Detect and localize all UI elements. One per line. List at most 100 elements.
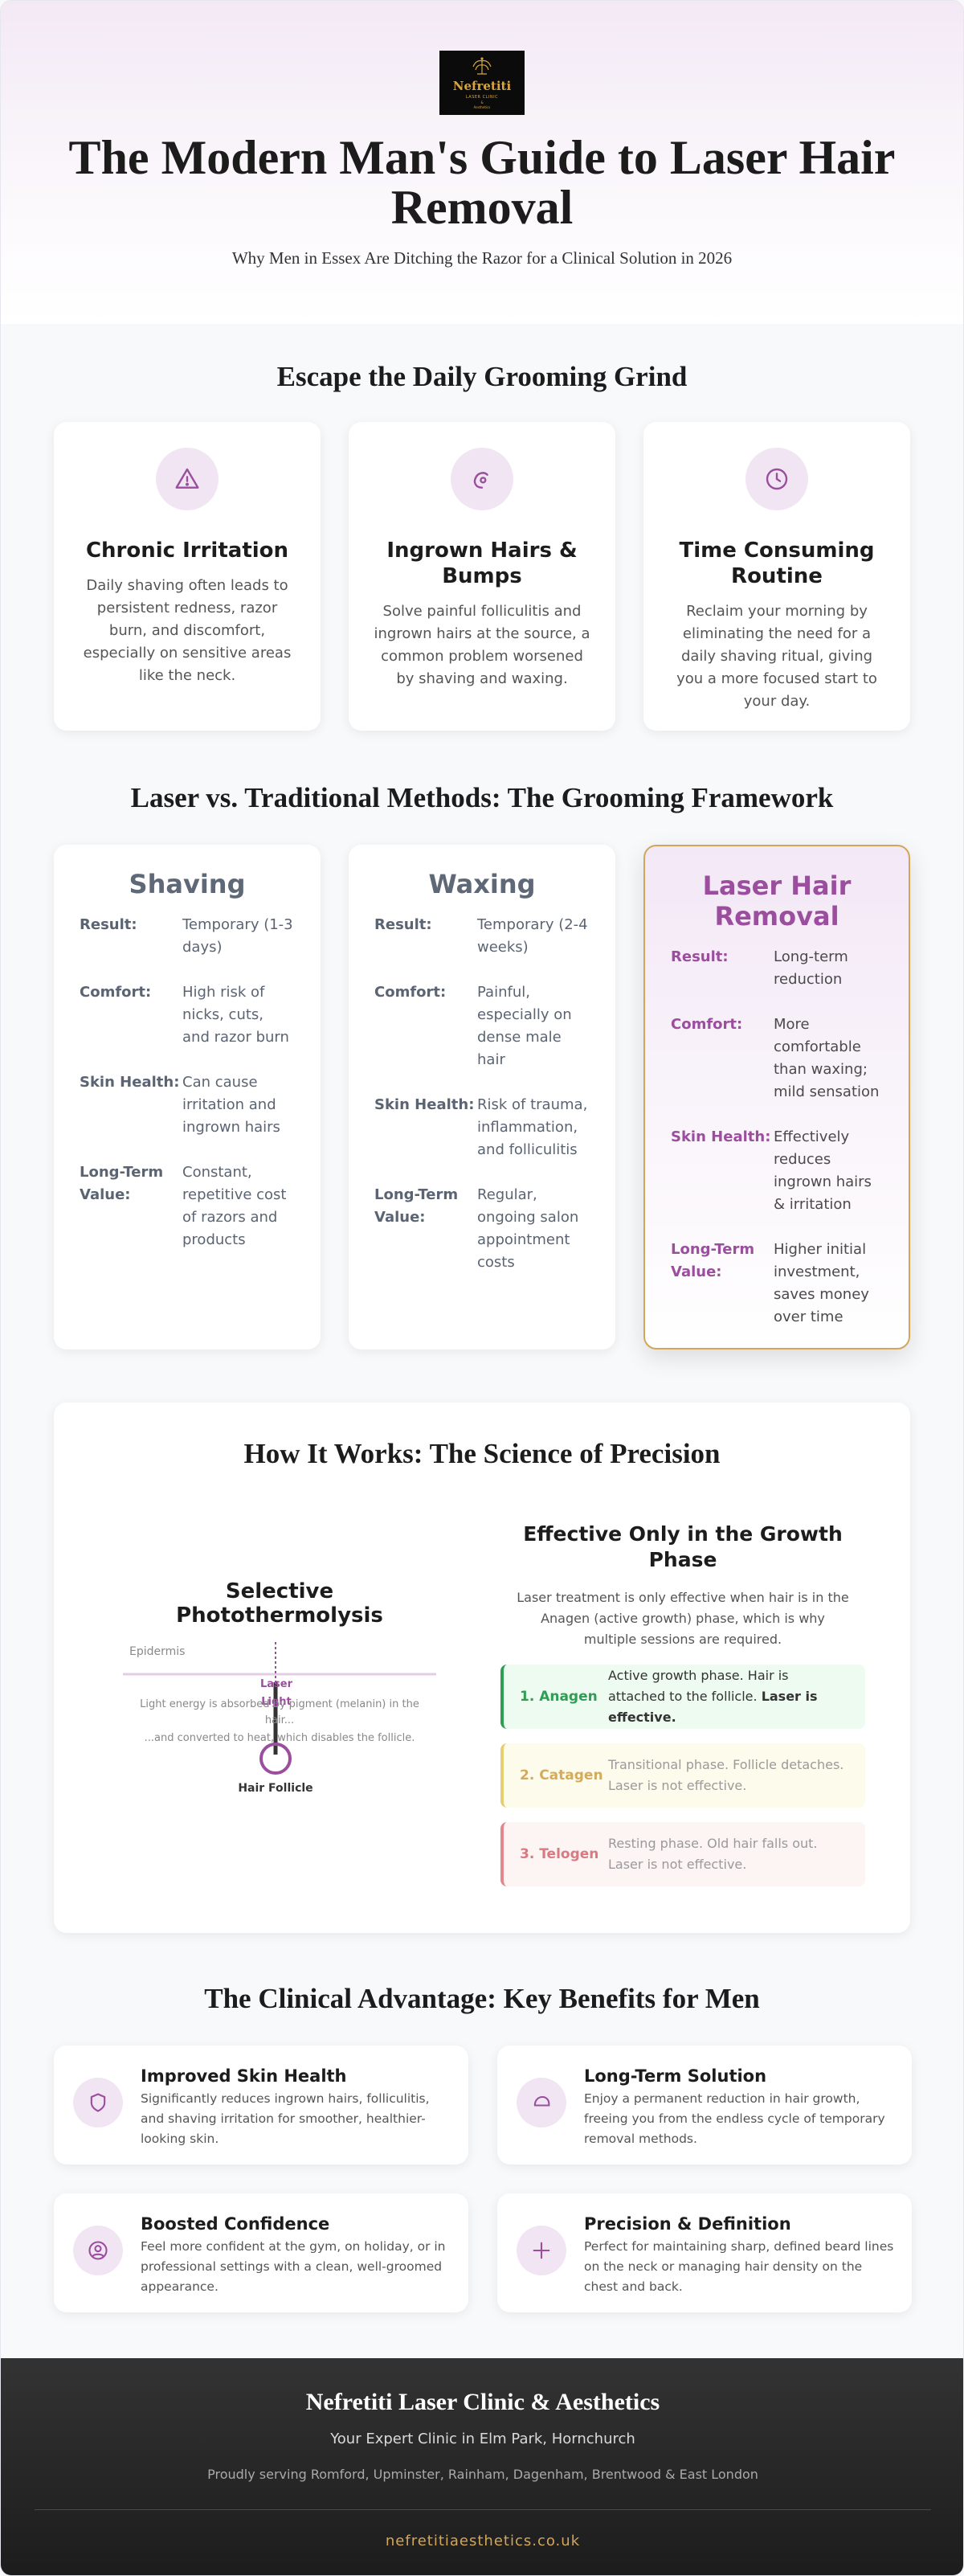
footer-tagline: Your Expert Clinic in Elm Park, Hornchur… [330, 2431, 635, 2447]
footer-website-link[interactable]: nefretitiaesthetics.co.uk [385, 2533, 581, 2549]
comparison-label: Comfort: [374, 984, 447, 1001]
logo-subtitle: LASER CLINIC [465, 95, 499, 100]
phase-name: 2. Catagen [520, 1767, 603, 1784]
photothermolysis-panel: Selective Photothermolysis Epidermis Las… [54, 1521, 488, 1886]
absorb-text: Light energy is absorbed by pigment (mel… [140, 1698, 419, 1726]
comparison-label: Long-Term Value: [671, 1241, 755, 1280]
benefit-card-precision: Precision & Definition Perfect for maint… [497, 2193, 912, 2312]
comparison-row: Result:Temporary (1-3 days) [80, 914, 295, 959]
user-circle-icon [73, 2226, 123, 2275]
phase-effective-note: Laser is effective. [608, 1689, 818, 1725]
benefit-text: Perfect for maintaining sharp, defined b… [584, 2239, 894, 2294]
hero: Nefretiti LASER CLINIC & Aesthetics The … [1, 1, 963, 324]
problem-card-irritation: Chronic Irritation Daily shaving often l… [54, 422, 321, 731]
comparison-label: Skin Health: [671, 1128, 771, 1145]
clinic-logo[interactable]: Nefretiti LASER CLINIC & Aesthetics [439, 51, 525, 115]
comparison-heading: Waxing [428, 869, 536, 899]
comparison-row: Long-Term Value: Higher initial investmen… [671, 1239, 883, 1329]
loop-icon [517, 2078, 566, 2128]
benefit-card-skin-health: Improved Skin Health Significantly reduc… [54, 2046, 468, 2164]
footer-divider [35, 2509, 931, 2510]
benefit-heading: Precision & Definition [584, 2214, 791, 2234]
science-section: How It Works: The Science of Precision S… [54, 1403, 910, 1933]
growth-phase-panel: Effective Only in the Growth Phase Laser… [488, 1521, 865, 1886]
warning-icon [156, 448, 219, 510]
comparison-value: Risk of trauma, inflammation, and follic… [477, 1096, 588, 1158]
logo-icon [472, 57, 492, 75]
phase-telogen: 3. Telogen Resting phase. Old hair falls… [500, 1822, 865, 1886]
benefits-title: The Clinical Advantage: Key Benefits for… [204, 1983, 760, 2014]
comparison-row: Comfort: High risk of nicks, cuts, and ra… [80, 981, 295, 1049]
hair-follicle-label: Hair Follicle [238, 1782, 313, 1795]
comparison-value: Can cause irritation and ingrown hairs [182, 1074, 280, 1136]
footer-clinic-name: Nefretiti Laser Clinic & Aesthetics [305, 2389, 660, 2415]
comparison-title: Laser vs. Traditional Methods: The Groom… [130, 782, 834, 813]
benefit-card-long-term: Long-Term Solution Enjoy a permanent red… [497, 2046, 912, 2164]
comparison-label: Comfort: [671, 1016, 743, 1033]
problems-section: Escape the Daily Grooming Grind Chronic … [1, 324, 963, 731]
comparison-row: Skin Health:Can cause irritation and ing… [80, 1071, 295, 1139]
comparison-label: Skin Health: [374, 1096, 475, 1113]
growth-phase-heading: Effective Only in the Growth Phase [523, 1522, 843, 1571]
comparison-value: Temporary (2-4 weeks) [477, 916, 588, 956]
problem-text: Reclaim your morning by eliminating the … [676, 603, 877, 710]
growth-phase-description: Laser treatment is only effective when h… [517, 1590, 849, 1647]
phase-catagen: 2. Catagen Transitional phase. Follicle … [500, 1743, 865, 1808]
comparison-label: Comfort: [80, 984, 152, 1001]
benefits-section: The Clinical Advantage: Key Benefits for… [1, 1933, 963, 2312]
benefit-text: Significantly reduces ingrown hairs, fol… [141, 2091, 430, 2146]
benefit-card-confidence: Boosted Confidence Feel more confident a… [54, 2193, 468, 2312]
comparison-row: Result:Long-term reduction [671, 946, 883, 991]
comparison-value: Effectively reduces ingrown hairs & irri… [774, 1128, 872, 1213]
problem-text: Solve painful folliculitis and ingrown h… [374, 603, 590, 687]
heat-text: ...and converted to heat, which disables… [144, 1732, 415, 1744]
comparison-label: Long-Term Value: [80, 1164, 164, 1203]
comparison-section: Laser vs. Traditional Methods: The Groom… [1, 731, 963, 1349]
photothermolysis-heading: Selective Photothermolysis [176, 1579, 383, 1628]
problem-heading: Time Consuming Routine [679, 539, 875, 588]
page-title: The Modern Man's Guide to Laser Hair Rem… [68, 131, 896, 234]
science-title: How It Works: The Science of Precision [243, 1438, 721, 1469]
phase-description: Resting phase. Old hair falls out. Laser… [608, 1836, 818, 1872]
logo-name: Nefretiti [452, 79, 512, 93]
comparison-row: Long-Term Value: Constant, repetitive cos… [80, 1161, 295, 1251]
phase-anagen: 1. Anagen Active growth phase. Hair is a… [500, 1665, 865, 1729]
footer-service-areas: Proudly serving Romford, Upminster, Rain… [207, 2467, 758, 2482]
benefit-text: Feel more confident at the gym, on holid… [141, 2239, 446, 2294]
comparison-value: Long-term reduction [774, 948, 848, 988]
comparison-row: Long-Term Value:Regular, ongoing salon a… [374, 1184, 590, 1274]
laser-light-label: Laser Light [259, 1678, 293, 1708]
comparison-row: Comfort: Painful, especially on dense mal… [374, 981, 590, 1071]
diagram-graphic [123, 1642, 436, 1775]
comparison-heading: Laser Hair Removal [702, 870, 852, 932]
page-subtitle: Why Men in Essex Are Ditching the Razor … [231, 248, 733, 268]
comparison-value: Painful, especially on dense male hair [477, 984, 572, 1068]
logo-aesthetics: Aesthetics [473, 105, 491, 109]
phase-description: Transitional phase. Follicle detaches. L… [608, 1757, 844, 1793]
comparison-row: Skin Health:Risk of trauma, inflammation… [374, 1094, 590, 1161]
phase-name: 3. Telogen [520, 1846, 599, 1862]
comparison-value: More comfortable than waxing; mild sensa… [774, 1016, 880, 1100]
comparison-value: High risk of nicks, cuts, and razor burn [182, 984, 289, 1046]
comparison-label: Result: [374, 916, 432, 933]
comparison-card-laser: Laser Hair Removal Result:Long-term redu… [643, 845, 911, 1349]
comparison-value: Constant, repetitive cost of razors and … [182, 1164, 287, 1248]
problem-card-time: Time Consuming Routine Reclaim your morn… [643, 422, 910, 731]
plus-icon [517, 2226, 566, 2275]
ingrown-hair-icon [451, 448, 513, 510]
comparison-row: Result: Temporary (2-4 weeks) [374, 914, 590, 959]
benefit-heading: Boosted Confidence [141, 2214, 330, 2234]
epidermis-label: Epidermis [129, 1645, 186, 1658]
comparison-row: Comfort: More comfortable than waxing; mi… [671, 1014, 883, 1104]
logo-ampersand: & [480, 100, 484, 104]
comparison-value: Temporary (1-3 days) [182, 916, 293, 956]
problems-title: Escape the Daily Grooming Grind [276, 361, 688, 392]
photothermolysis-diagram: Epidermis Laser Light Light energy is ab… [123, 1642, 436, 1803]
comparison-value: Higher initial investment, saves money o… [774, 1241, 869, 1325]
comparison-value: Regular, ongoing salon appointment costs [477, 1186, 579, 1271]
benefit-text: Enjoy a permanent reduction in hair grow… [584, 2091, 885, 2146]
shield-icon [73, 2078, 123, 2128]
clock-icon [745, 448, 808, 510]
comparison-card-waxing: Waxing Result: Temporary (2-4 weeks) Comf… [349, 845, 615, 1349]
